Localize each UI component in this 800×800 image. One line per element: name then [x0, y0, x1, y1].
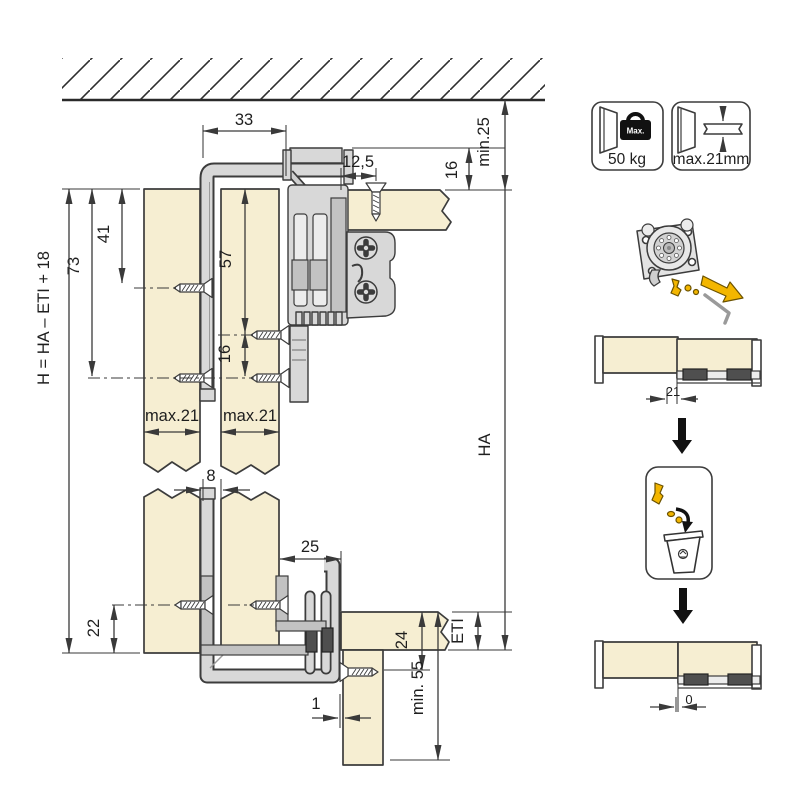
- dim-screw-inset: 12,5: [342, 153, 374, 171]
- dim-rear-door-thickness: max.21: [223, 407, 277, 425]
- front-door-lower: [143, 488, 201, 654]
- max-load-label: 50 kg: [608, 151, 646, 168]
- anti-jump-latch: [648, 269, 662, 287]
- dim-front-door-thickness: max.21: [145, 407, 199, 425]
- small-screw: [692, 288, 700, 296]
- step-arrow-2: [673, 588, 693, 624]
- allen-key-icon: [703, 293, 731, 325]
- bottom-glides: [200, 575, 334, 656]
- dim-bottom-panel-thickness: ETI: [449, 618, 467, 644]
- remove-arrow: [700, 275, 744, 303]
- exploded-runner-view: [636, 218, 744, 325]
- dim-rear-hole-gap: 16: [216, 345, 234, 363]
- plate-screw-top: [355, 237, 377, 259]
- runner-lower-arm: [289, 325, 309, 403]
- weight-icon: Max.: [620, 112, 651, 140]
- door-icon: [599, 106, 618, 154]
- locking-lever: [670, 278, 682, 297]
- rear-door-upper: [220, 188, 280, 475]
- plate-screw-bottom: [355, 281, 377, 303]
- dim-door-gap: 8: [206, 467, 215, 485]
- front-door-upper: [143, 188, 201, 473]
- washer: [684, 284, 692, 292]
- roller-left: [641, 223, 655, 237]
- dim-guide-offset: 25: [301, 538, 319, 556]
- step1-cabinet-top-view: 21: [594, 335, 762, 404]
- dim-plinth-min-height: min. 55: [409, 661, 427, 715]
- roller-right: [680, 218, 694, 232]
- discarded-screw: [675, 516, 683, 524]
- bearing-wheel: [646, 225, 692, 271]
- legend-max-load: Max. 50 kg: [591, 101, 664, 171]
- legend-door-thickness: max.21mm: [671, 101, 751, 171]
- discarded-lever: [651, 482, 664, 505]
- top-runner-bracket: [282, 147, 396, 403]
- dim-guide-screw-depth: 24: [393, 631, 411, 649]
- step2-offset-label: 0: [685, 692, 692, 707]
- dim-bottom-hole: 22: [85, 619, 103, 637]
- dim-door-height-formula: H = HA – ETI + 18: [35, 251, 53, 385]
- throw-arrow: [675, 507, 690, 524]
- discarded-washer: [666, 510, 676, 518]
- dim-guide-clearance: 1: [311, 695, 320, 713]
- dim-top-ref: 16: [443, 161, 461, 179]
- ceiling-hatch: [62, 58, 545, 102]
- clamp-tab: [289, 147, 343, 164]
- dim-rail-width: 33: [235, 111, 253, 129]
- top-panel: [336, 189, 452, 231]
- door-thickness-label: max.21mm: [673, 151, 750, 168]
- waste-bin-icon: [663, 530, 704, 574]
- dim-front-hole-bottom: 73: [65, 257, 83, 275]
- step-arrow-1: [672, 418, 692, 454]
- center-axes: [88, 287, 256, 606]
- plinth-post: [342, 649, 384, 766]
- adjustment-teeth: [295, 311, 343, 326]
- panel-thickness-icon: [703, 106, 743, 152]
- dim-rear-hole-top: 57: [217, 250, 235, 268]
- step2-cabinet-top-view: 0: [594, 640, 762, 712]
- rear-door-lower: [220, 490, 280, 654]
- step1-offset-label: 21: [666, 384, 680, 399]
- disposal-step-box: [645, 466, 713, 580]
- dimensions: 33 12,5 16 min.25 HA 41 73 H = HA – ETI …: [35, 99, 512, 761]
- dim-front-hole-top: 41: [95, 225, 113, 243]
- dim-opening-height: HA: [476, 434, 494, 457]
- weight-badge: Max.: [627, 127, 645, 136]
- dim-ceiling-gap: min.25: [475, 117, 493, 167]
- door-panels: [143, 188, 452, 766]
- door-icon: [677, 106, 696, 154]
